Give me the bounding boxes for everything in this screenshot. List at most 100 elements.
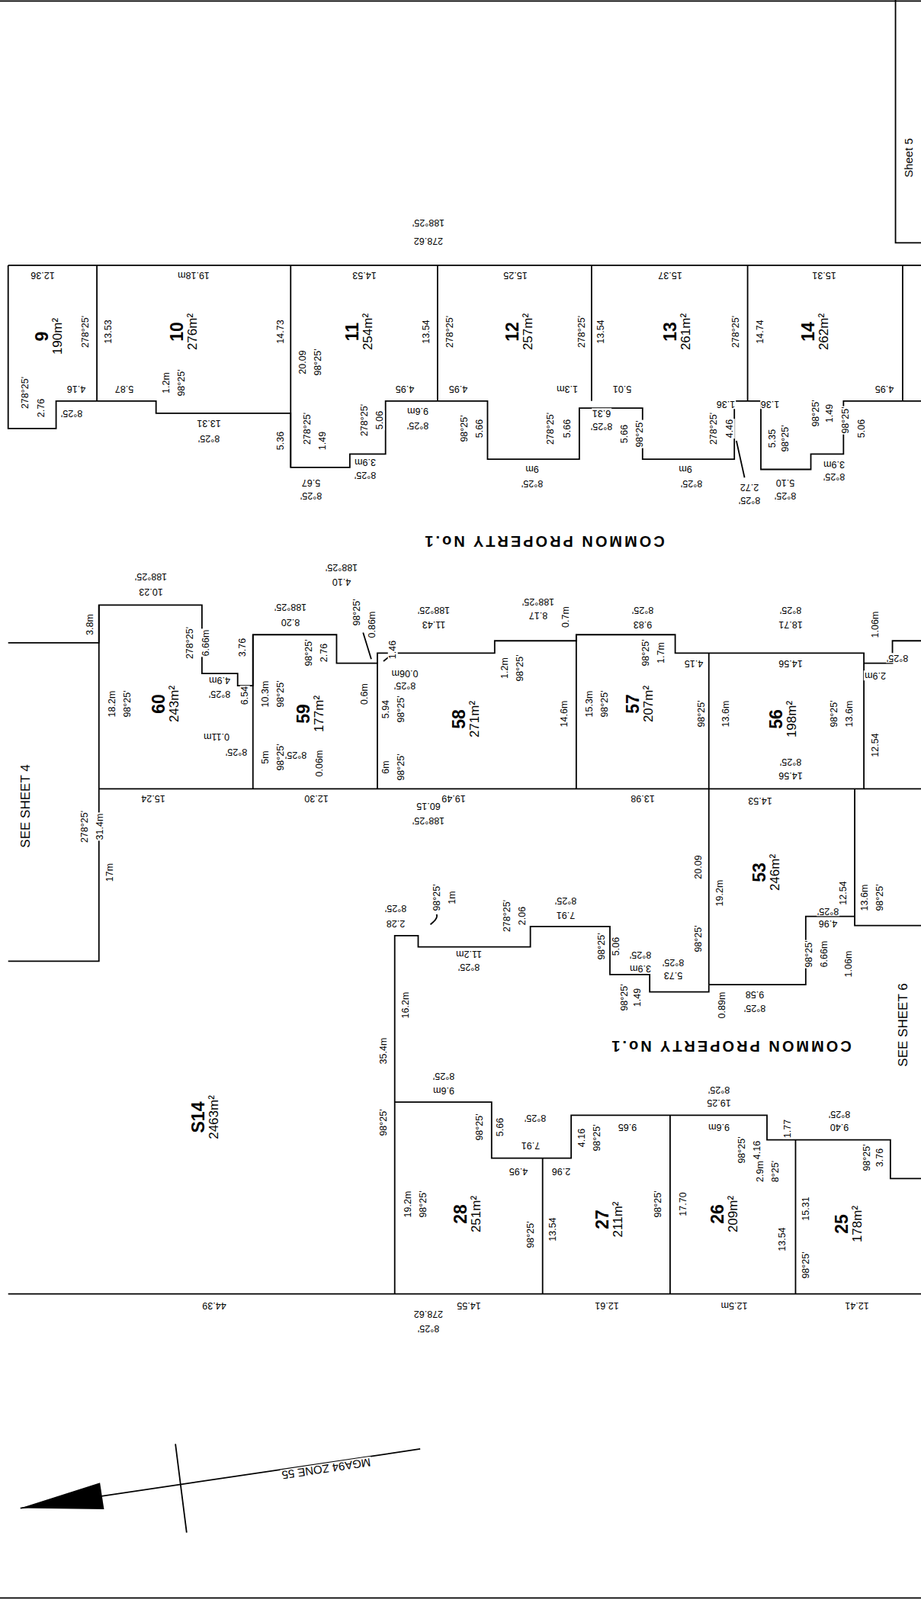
- dimension-label: 0.06m: [314, 748, 325, 777]
- dimension-label: 12.5m: [720, 1300, 749, 1311]
- dimension-label: 17.70: [678, 1190, 689, 1217]
- dimension-label: 13.54: [421, 318, 432, 344]
- lot-number: 58: [449, 699, 469, 739]
- dimension-label: 5.01: [612, 383, 633, 394]
- lot-parcel: 9190m²: [32, 316, 65, 357]
- lot-area: 257m²: [521, 311, 536, 352]
- common-property-area: COMMON PROPERTY No.1: [607, 1037, 853, 1054]
- lot-number: 53: [750, 852, 769, 893]
- dimension-label: 12.61: [593, 1300, 620, 1311]
- dimension-label: 278°25': [80, 809, 90, 844]
- lot-parcel: 53246m²: [750, 852, 783, 893]
- dimension-label: 10.23: [137, 587, 164, 597]
- lot-area: 276m²: [186, 311, 200, 352]
- lot-parcel: 27211m²: [593, 1199, 626, 1239]
- dimension-label: 5.36: [275, 430, 286, 451]
- dimension-label: 2.28: [385, 917, 406, 928]
- dimension-label: 8°25': [822, 471, 846, 482]
- lot-area: 177m²: [312, 693, 327, 734]
- dimension-label: 3.76: [875, 1147, 886, 1168]
- lot-parcel: 25178m²: [832, 1203, 865, 1244]
- lot-number: S14: [189, 1093, 208, 1141]
- dimension-label: 98°25': [304, 638, 315, 668]
- dimension-label: 8°25': [770, 1159, 780, 1183]
- dimension-label: 278.62: [413, 235, 444, 246]
- dimension-label: 18.71: [777, 619, 803, 629]
- dimension-label: 14.6m: [559, 699, 570, 729]
- dimension-label: 5.66: [619, 423, 629, 443]
- dimension-label: 31.4m: [95, 811, 106, 841]
- dimension-label: 19.2m: [403, 1189, 414, 1218]
- dimension-label: 1.36: [715, 399, 736, 410]
- lot-area: 251m²: [469, 1193, 484, 1234]
- dimension-label: 13.54: [548, 1216, 559, 1242]
- lot-number: 14: [799, 311, 818, 352]
- lot-parcel: S142463m²: [189, 1093, 222, 1141]
- lot-area: 246m²: [768, 852, 783, 893]
- lot-parcel: 28251m²: [451, 1193, 484, 1234]
- dimension-label: 7.91: [519, 1140, 540, 1151]
- north-arrow-head: [20, 1482, 105, 1509]
- dimension-label: 13.6m: [844, 699, 855, 729]
- dimension-label: 2.9m: [863, 670, 887, 681]
- dimension-label: 9.83: [632, 619, 653, 629]
- dimension-label: 6.54: [240, 685, 251, 706]
- dimension-label: 5.94: [380, 699, 391, 719]
- dimension-label: 98°25': [696, 699, 707, 729]
- dimension-label: 8°25': [743, 1002, 767, 1013]
- dimension-label: 13.6m: [860, 883, 870, 912]
- lot-parcel: 56198m²: [766, 699, 800, 739]
- dimension-label: 19.2m: [715, 878, 726, 907]
- dimension-label: 4.95: [394, 383, 415, 394]
- dimension-label: 98°25': [600, 689, 610, 718]
- dimension-label: 188°25': [134, 571, 168, 582]
- dimension-label: 98°25': [378, 1107, 389, 1137]
- dimension-label: 20.09: [693, 853, 704, 880]
- dimension-label: 8°25': [628, 949, 652, 960]
- dimension-label: 8°25': [457, 962, 481, 973]
- dimension-label: 278°25': [709, 411, 719, 446]
- dimension-label: 16.2m: [401, 990, 411, 1019]
- dimension-label: 11.43: [420, 619, 446, 629]
- dimension-label: 8.17: [528, 609, 549, 620]
- dimension-label: 5.06: [856, 418, 867, 439]
- lot-parcel: 57207m²: [623, 683, 656, 724]
- dimension-label: 98°25': [829, 699, 840, 729]
- lot-area: 2463m²: [207, 1093, 222, 1141]
- dimension-label: 98°25': [525, 1219, 536, 1249]
- dimension-label: 1.49: [824, 403, 835, 424]
- dimension-label: 8°25': [207, 688, 231, 699]
- dimension-label: 98°25': [352, 597, 363, 626]
- lot-number: 59: [294, 693, 313, 734]
- dimension-label: 3.9m: [628, 962, 652, 973]
- dimension-label: 8°25': [384, 902, 408, 913]
- lot-number: 57: [623, 683, 642, 724]
- dimension-label: 8°25': [779, 605, 803, 616]
- dimension-label: 13.54: [777, 1226, 788, 1252]
- dimension-label: 8°25': [393, 680, 417, 691]
- lot-parcel: 58271m²: [449, 699, 482, 739]
- dimension-label: 0.6m: [359, 682, 370, 706]
- dimension-label: 4.95: [874, 383, 895, 394]
- dimension-label: 8°25': [406, 420, 430, 431]
- dimension-label: 8°25': [299, 490, 323, 501]
- dimension-label: 278°25': [20, 375, 31, 410]
- dimension-label: 5.66: [474, 418, 485, 439]
- dimension-label: 8°25': [520, 478, 544, 489]
- dimension-label: 98°25': [635, 419, 646, 448]
- dimension-label: 8°25': [707, 1084, 731, 1095]
- dimension-label: 8°25': [224, 747, 248, 758]
- dimension-label: 14.53: [351, 270, 377, 281]
- dimension-label: 14.56: [777, 770, 803, 780]
- dimension-label: 98°25': [474, 1113, 485, 1142]
- dimension-label: 8°25': [779, 757, 803, 767]
- lot-area: 207m²: [641, 683, 656, 724]
- dimension-label: 1.7m: [656, 641, 667, 665]
- dimension-label: 0.11m: [202, 731, 231, 742]
- dimension-label: 1.49: [317, 430, 328, 451]
- dimension-label: 0.7m: [561, 605, 572, 629]
- dimension-label: 12.30: [303, 793, 329, 804]
- lot-parcel: 59177m²: [294, 693, 327, 734]
- dimension-label: 5.06: [374, 410, 385, 431]
- dimension-label: 5.87: [114, 383, 135, 394]
